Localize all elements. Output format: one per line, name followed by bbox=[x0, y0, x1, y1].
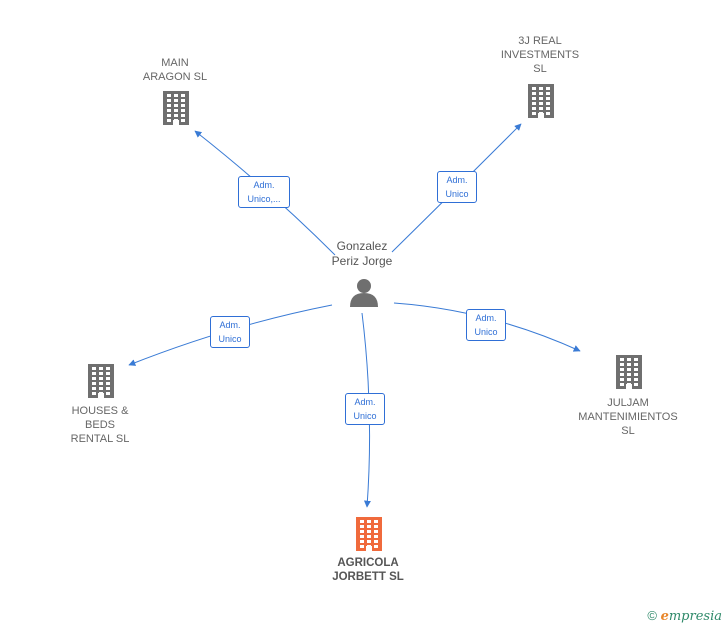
edge-label-houses-beds[interactable]: Adm. Unico bbox=[210, 316, 250, 348]
building-icon-agricola[interactable] bbox=[356, 517, 382, 551]
company-label-main-aragon[interactable]: MAIN ARAGON SL bbox=[142, 57, 208, 83]
edge-label-juljam[interactable]: Adm. Unico bbox=[466, 309, 506, 341]
building-icon-3j-real[interactable] bbox=[528, 84, 554, 118]
edge-label-3j-real[interactable]: Adm. Unico bbox=[437, 171, 477, 203]
company-label-houses-beds[interactable]: HOUSES & BEDS RENTAL SL bbox=[70, 405, 130, 445]
person-name[interactable]: Gonzalez Periz Jorge bbox=[331, 239, 393, 268]
building-icon-juljam[interactable] bbox=[616, 355, 642, 389]
company-label-agricola[interactable]: AGRICOLA JORBETT SL bbox=[332, 557, 404, 583]
edge-label-main-aragon[interactable]: Adm. Unico,... bbox=[238, 176, 290, 208]
footer-brand: © empresia bbox=[647, 608, 722, 624]
company-label-3j-real[interactable]: 3J REAL INVESTMENTS SL bbox=[500, 35, 580, 75]
company-label-juljam[interactable]: JULJAM MANTENIMIENTOS SL bbox=[578, 397, 678, 437]
edge-label-agricola[interactable]: Adm. Unico bbox=[345, 393, 385, 425]
brand-logo: empresia bbox=[660, 609, 722, 624]
building-icon-houses-beds[interactable] bbox=[88, 364, 114, 398]
building-icon-main-aragon[interactable] bbox=[163, 91, 189, 125]
person-icon[interactable] bbox=[350, 279, 378, 307]
copyright-icon: © bbox=[647, 608, 657, 623]
